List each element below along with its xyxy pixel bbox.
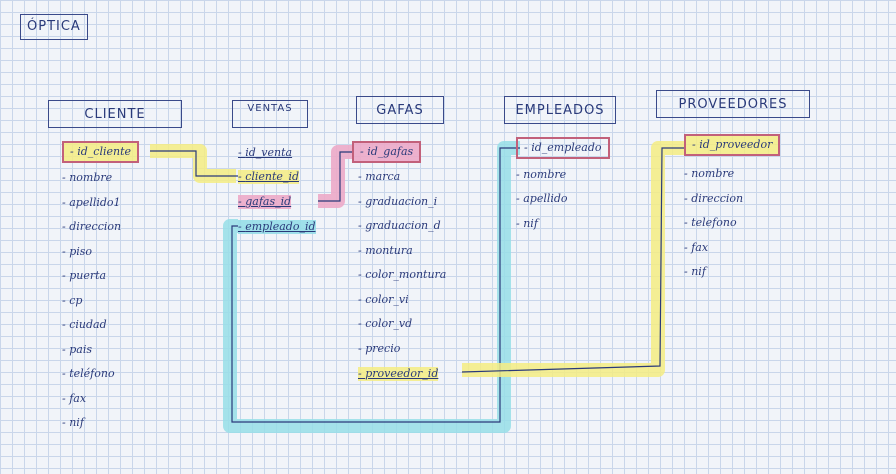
- field-gafas-color-vi: color_vi: [358, 293, 408, 307]
- field-cliente-puerta: puerta: [62, 269, 106, 283]
- field-gafas-graduacion-i: graduacion_i: [358, 195, 437, 209]
- field-proveedores-telefono: telefono: [684, 216, 736, 230]
- field-gafas-color-vd: color_vd: [358, 317, 412, 331]
- field-ventas-cliente-id: cliente_id: [238, 170, 299, 184]
- field-ventas-id-venta: id_venta: [238, 146, 292, 160]
- field-cliente-fax: fax: [62, 392, 86, 406]
- relation-cliente-line: [150, 150, 238, 177]
- field-proveedores-nif: nif: [684, 265, 706, 279]
- field-empleados-id-empleado: id_empleado: [516, 137, 610, 159]
- relation-proveedor-highlight: [462, 141, 684, 377]
- field-cliente-apellido1: apellido1: [62, 196, 120, 210]
- table-header-proveedores: PROVEEDORES: [656, 90, 810, 118]
- field-cliente-nombre: nombre: [62, 171, 112, 185]
- field-cliente-direccion: direccion: [62, 220, 121, 234]
- field-proveedores-nombre: nombre: [684, 167, 734, 181]
- field-gafas-proveedor-id: proveedor_id: [358, 367, 439, 381]
- field-cliente-telefono: teléfono: [62, 367, 114, 381]
- field-gafas-id-gafas: id_gafas: [352, 141, 422, 163]
- field-empleados-nombre: nombre: [516, 168, 566, 182]
- field-ventas-empleado-id: empleado_id: [238, 220, 316, 234]
- relation-gafas-highlight: [318, 145, 352, 208]
- table-header-gafas: GAFAS: [356, 96, 444, 124]
- field-proveedores-id-proveedor: id_proveedor: [684, 134, 781, 156]
- field-gafas-marca: marca: [358, 170, 400, 184]
- field-cliente-piso: piso: [62, 245, 92, 259]
- field-cliente-ciudad: ciudad: [62, 318, 106, 332]
- field-empleados-nif: nif: [516, 217, 538, 231]
- table-header-ventas: VENTAS: [232, 100, 308, 128]
- relation-gafas-line: [318, 151, 354, 202]
- relation-proveedor-line: [461, 147, 684, 373]
- field-gafas-graduacion-d: graduacion_d: [358, 219, 440, 233]
- table-header-empleados: EMPLEADOS: [504, 96, 616, 124]
- relation-cliente-highlight: [150, 144, 236, 183]
- field-empleados-apellido: apellido: [516, 192, 567, 206]
- field-cliente-id-cliente: id_cliente: [62, 141, 139, 163]
- field-gafas-precio: precio: [358, 342, 400, 356]
- field-proveedores-direccion: direccion: [684, 192, 743, 206]
- page-title: ÓPTICA: [20, 14, 88, 40]
- field-ventas-gafas-id: gafas_id: [238, 195, 292, 209]
- table-header-cliente: CLIENTE: [48, 100, 182, 128]
- field-proveedores-fax: fax: [684, 241, 708, 255]
- field-cliente-cp: cp: [62, 294, 82, 308]
- field-cliente-nif: nif: [62, 416, 84, 430]
- relation-empleado-highlight: [223, 141, 520, 433]
- field-cliente-pais: pais: [62, 343, 92, 357]
- field-gafas-montura: montura: [358, 244, 412, 258]
- field-gafas-color-montura: color_montura: [358, 268, 446, 282]
